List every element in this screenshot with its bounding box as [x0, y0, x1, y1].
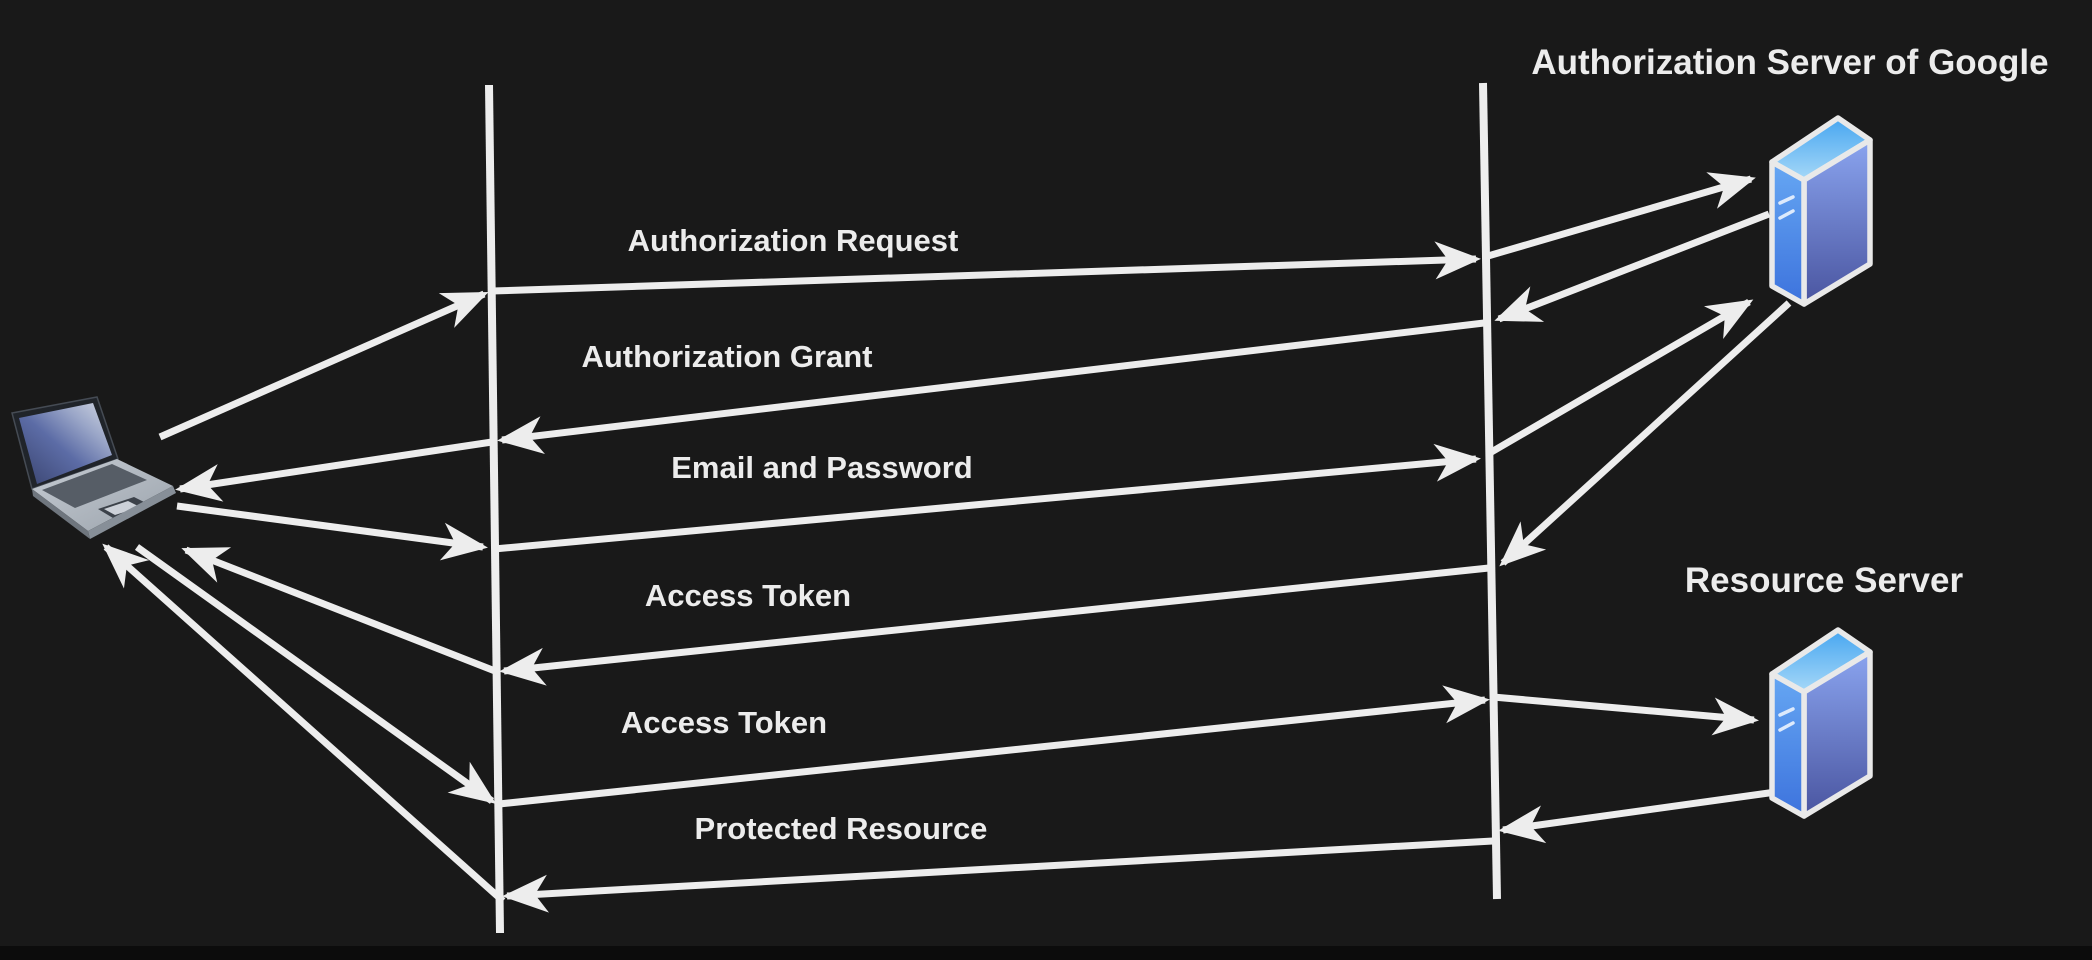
laptop-screen — [19, 403, 112, 484]
resource-server-icon — [1769, 627, 1873, 819]
arrow-access-token-to-resource — [498, 685, 1490, 808]
label-access-token-2: Access Token — [621, 705, 827, 740]
label-access-token-1: Access Token — [645, 578, 851, 613]
arrow-lifeline-to-auth-server-request — [1487, 172, 1756, 260]
server-front-face — [1769, 671, 1807, 819]
authorization-server-title: Authorization Server of Google — [1531, 43, 2048, 82]
label-email-and-password: Email and Password — [671, 450, 973, 485]
arrow-resource-server-to-lifeline-resource — [1498, 787, 1784, 844]
arrow-lifeline-to-client-auth-grant — [175, 438, 493, 502]
server-vent-line — [1778, 707, 1795, 717]
arrow-auth-server-to-lifeline-grant — [1494, 210, 1771, 323]
authorization-server-icon — [1769, 115, 1873, 307]
server-vent-line — [1778, 721, 1795, 732]
arrow-protected-resource — [502, 837, 1494, 913]
arrow-access-token-return — [499, 564, 1490, 686]
laptop-icon — [11, 396, 176, 539]
arrow-lifeline-to-resource-server-token — [1492, 693, 1759, 736]
arrow-lifeline-to-client-access-token — [181, 546, 497, 675]
bottom-edge-strip — [0, 946, 2092, 960]
arrow-lifeline-to-auth-server-credentials — [1486, 298, 1754, 458]
server-vent-line — [1778, 209, 1795, 220]
arrow-authorization-grant — [497, 319, 1485, 455]
arrow-auth-server-to-lifeline-token — [1499, 300, 1792, 567]
label-protected-resource: Protected Resource — [695, 811, 988, 846]
label-authorization-grant: Authorization Grant — [581, 339, 872, 374]
arrow-client-to-lifeline-access-token — [134, 544, 497, 804]
laptop-touchpad — [104, 501, 140, 515]
label-authorization-request: Authorization Request — [628, 223, 959, 258]
laptop-keyboard — [42, 464, 147, 508]
lifeline-client — [485, 84, 504, 934]
server-front-face — [1769, 159, 1807, 307]
lifeline-server — [1479, 82, 1501, 900]
resource-server-title: Resource Server — [1685, 561, 1964, 600]
server-vent-line — [1778, 195, 1795, 205]
laptop-front-edge — [88, 486, 176, 539]
arrow-lifeline-to-client-protected-resource — [102, 543, 506, 904]
arrow-email-and-password — [493, 443, 1481, 553]
laptop-left-edge — [32, 489, 90, 539]
arrow-authorization-request — [491, 241, 1481, 295]
arrow-client-to-lifeline-auth-request — [158, 290, 489, 441]
arrow-client-to-lifeline-credentials — [176, 502, 488, 561]
